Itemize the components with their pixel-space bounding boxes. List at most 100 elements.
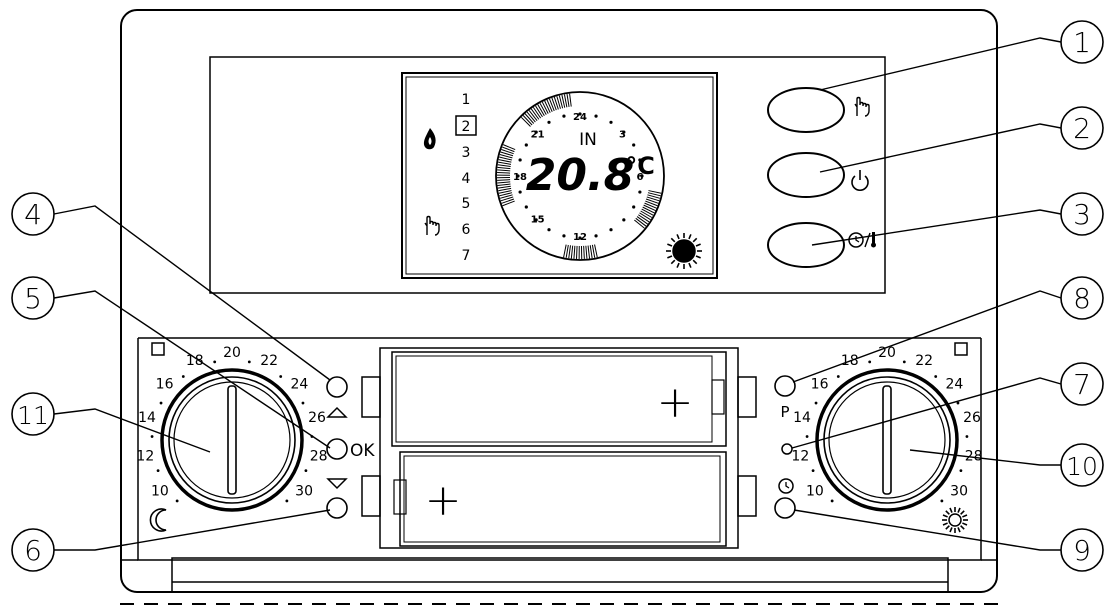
knob-scale-dot [213,360,217,364]
dial-dot [609,120,613,124]
knob-scale-number: 22 [260,353,278,369]
dial-hatch [497,185,511,189]
knob-scale-number: 28 [965,448,983,464]
dial-hatch [502,144,516,151]
dial-hatch [526,111,536,123]
clock-temp-button[interactable] [767,222,845,268]
dial-hatch [642,206,655,214]
dial-hatch [497,164,511,167]
dial-hatch [636,216,648,225]
selected-day-box [455,115,477,136]
callout-number: 1 [1073,26,1091,59]
callout-number: 5 [24,282,42,315]
callout-circle [1060,362,1104,406]
sun-icon [666,233,702,269]
dial-hatch [500,196,514,202]
dial-hour-number: 18 [513,172,527,183]
knob-scale-number: 12 [136,448,154,464]
dial-hatch [556,96,561,109]
up-button[interactable] [326,376,348,398]
reset-pinhole[interactable] [781,443,793,455]
dial-hatch [501,149,514,155]
dial-dot [632,205,636,209]
knob-scale-dot [304,469,308,473]
dial-hatch [573,245,576,259]
dial-hatch [587,245,591,259]
lcd-temperature: 20.8 [526,150,635,201]
knob-scale-dot [959,469,963,473]
knob-scale-number: 24 [290,376,308,392]
day-number: 6 [462,222,471,238]
knob-scale-dot [247,360,251,364]
knob-scale-number: 10 [806,483,824,499]
callout-circle [1060,443,1104,487]
manual-mode-button[interactable] [767,87,845,133]
dial-dot [518,190,522,194]
dial-hour-number: 6 [637,172,644,183]
knob-scale-number: 14 [138,410,156,426]
knob-scale-number: 14 [793,410,811,426]
dial-hatch [585,245,588,259]
knob-scale-number: 22 [915,353,933,369]
callout-leader [793,509,1061,551]
dial-hatch [648,190,662,194]
dial-dot [578,112,582,116]
callout-leader [819,37,1062,91]
knob-scale-number: 24 [945,376,963,392]
ok-button[interactable] [326,438,348,460]
dial-hatch [641,208,654,216]
clock-thermometer-icon [848,232,876,248]
dial-hatch [589,245,593,259]
dial-hatch [498,161,512,165]
dial-hatch [535,105,543,118]
dial-hatch [635,217,647,227]
dial-hatch [537,104,545,117]
knob-scale-dot [868,360,872,364]
dial-hatch [561,94,566,108]
ok-button-label: OK [350,441,375,461]
lower-panel-frame [137,338,982,561]
knob-scale-dot [934,375,938,378]
dial-dot [524,205,528,209]
knob-scale-dot [836,375,840,378]
day-number: 5 [462,196,471,212]
dial-hatch [548,98,555,112]
dial-hatch [502,200,515,207]
callout-circle [11,392,55,436]
dial-dot [578,236,582,240]
knob-scale-dot [830,499,834,503]
lcd-mode-label: IN [579,130,597,150]
dial-ring [495,91,665,261]
dial-dot [562,114,566,118]
dial-hatch [565,244,569,258]
knob-scale-number: 28 [310,448,328,464]
program-button[interactable] [774,375,796,397]
dial-hatch [539,103,547,115]
dial-hatch [563,244,567,258]
standby-button[interactable] [767,152,845,198]
dial-hatch [498,190,512,194]
knob-scale-dot [156,469,160,473]
knob-scale-dot [805,435,809,438]
clock-icon [778,478,794,494]
callout-circle [11,276,55,320]
dial-hatch [591,244,596,258]
dial-hatch [499,154,513,159]
dial-hatch [497,166,511,170]
dial-hatch [497,181,511,184]
dial-dot [534,130,538,134]
callout-circle [1060,528,1104,572]
dial-hatch [541,101,549,114]
dial-hatch [634,219,645,229]
down-button[interactable] [326,497,348,519]
dial-hatch [528,110,538,121]
knob-scale-dot [159,401,163,405]
callout-leader [54,509,331,551]
right-square-indicator [954,342,968,356]
time-button[interactable] [774,497,796,519]
dial-hatch [502,146,515,153]
